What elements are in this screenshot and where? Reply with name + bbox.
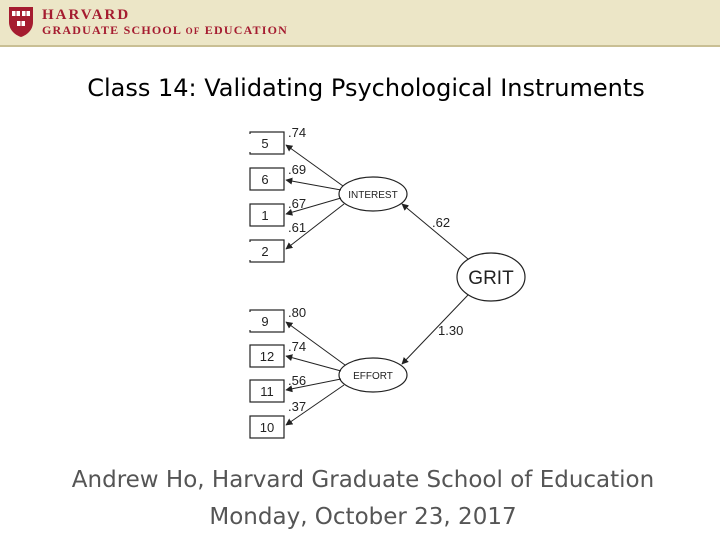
harvard-shield-icon (9, 7, 33, 37)
factor-label-effort: EFFORT (353, 371, 393, 382)
loading-path (285, 321, 346, 366)
loading-path (285, 384, 345, 426)
school-name-of: OF (185, 26, 201, 36)
loading-value: .67 (288, 196, 306, 211)
item-label: 12 (260, 349, 274, 364)
factor-node-effort (338, 357, 408, 393)
grit-factor-diagram: 5 6 1 2 9 12 11 10 INTEREST EFFORT GRIT … (248, 125, 526, 439)
loading-value: .56 (288, 373, 306, 388)
loading-path (285, 378, 342, 393)
loading-value: .37 (288, 399, 306, 414)
factor-label-interest: INTEREST (348, 190, 397, 201)
loading-path (285, 203, 345, 250)
box-edge-mask (248, 312, 251, 330)
slide-author: Andrew Ho, Harvard Graduate School of Ed… (71, 467, 655, 493)
item-label: 11 (260, 384, 274, 399)
item-box (249, 203, 285, 227)
factor-label-grit: GRIT (468, 268, 514, 289)
loading-value: .69 (288, 162, 306, 177)
item-box (249, 344, 285, 368)
grit-loading-effort: 1.30 (438, 323, 463, 338)
loading-path (285, 144, 344, 187)
box-edge-mask (248, 242, 251, 260)
item-label: 10 (260, 420, 274, 435)
item-label: 6 (261, 172, 268, 187)
loading-value: .80 (288, 305, 306, 320)
slide-title: Class 14: Validating Psychological Instr… (87, 74, 645, 102)
box-edge-mask (248, 134, 251, 152)
header-bar: HARVARD GRADUATE SCHOOL OF EDUCATION (0, 0, 720, 47)
item-label: 9 (261, 314, 268, 329)
factor-node-interest (338, 176, 408, 212)
grit-path-effort (401, 294, 469, 365)
loading-path (285, 197, 342, 216)
loading-value: .61 (288, 220, 306, 235)
loading-value: .74 (288, 125, 306, 140)
school-name-main: GRADUATE SCHOOL (42, 23, 186, 37)
school-name-end: EDUCATION (200, 23, 289, 37)
item-box (249, 167, 285, 191)
item-box (249, 379, 285, 403)
institution-name: HARVARD (42, 7, 131, 23)
loading-path (285, 354, 342, 372)
grit-path-interest (401, 203, 469, 260)
school-name: GRADUATE SCHOOL OF EDUCATION (42, 23, 288, 38)
item-label: 2 (261, 244, 268, 259)
item-label: 5 (261, 136, 268, 151)
header-divider (0, 45, 720, 47)
item-label: 1 (261, 208, 268, 223)
loading-value: .74 (288, 339, 306, 354)
item-box (249, 415, 285, 439)
loading-path (285, 177, 342, 191)
grit-loading-interest: .62 (432, 215, 450, 230)
slide-date: Monday, October 23, 2017 (209, 504, 517, 530)
factor-node-grit (456, 252, 526, 302)
